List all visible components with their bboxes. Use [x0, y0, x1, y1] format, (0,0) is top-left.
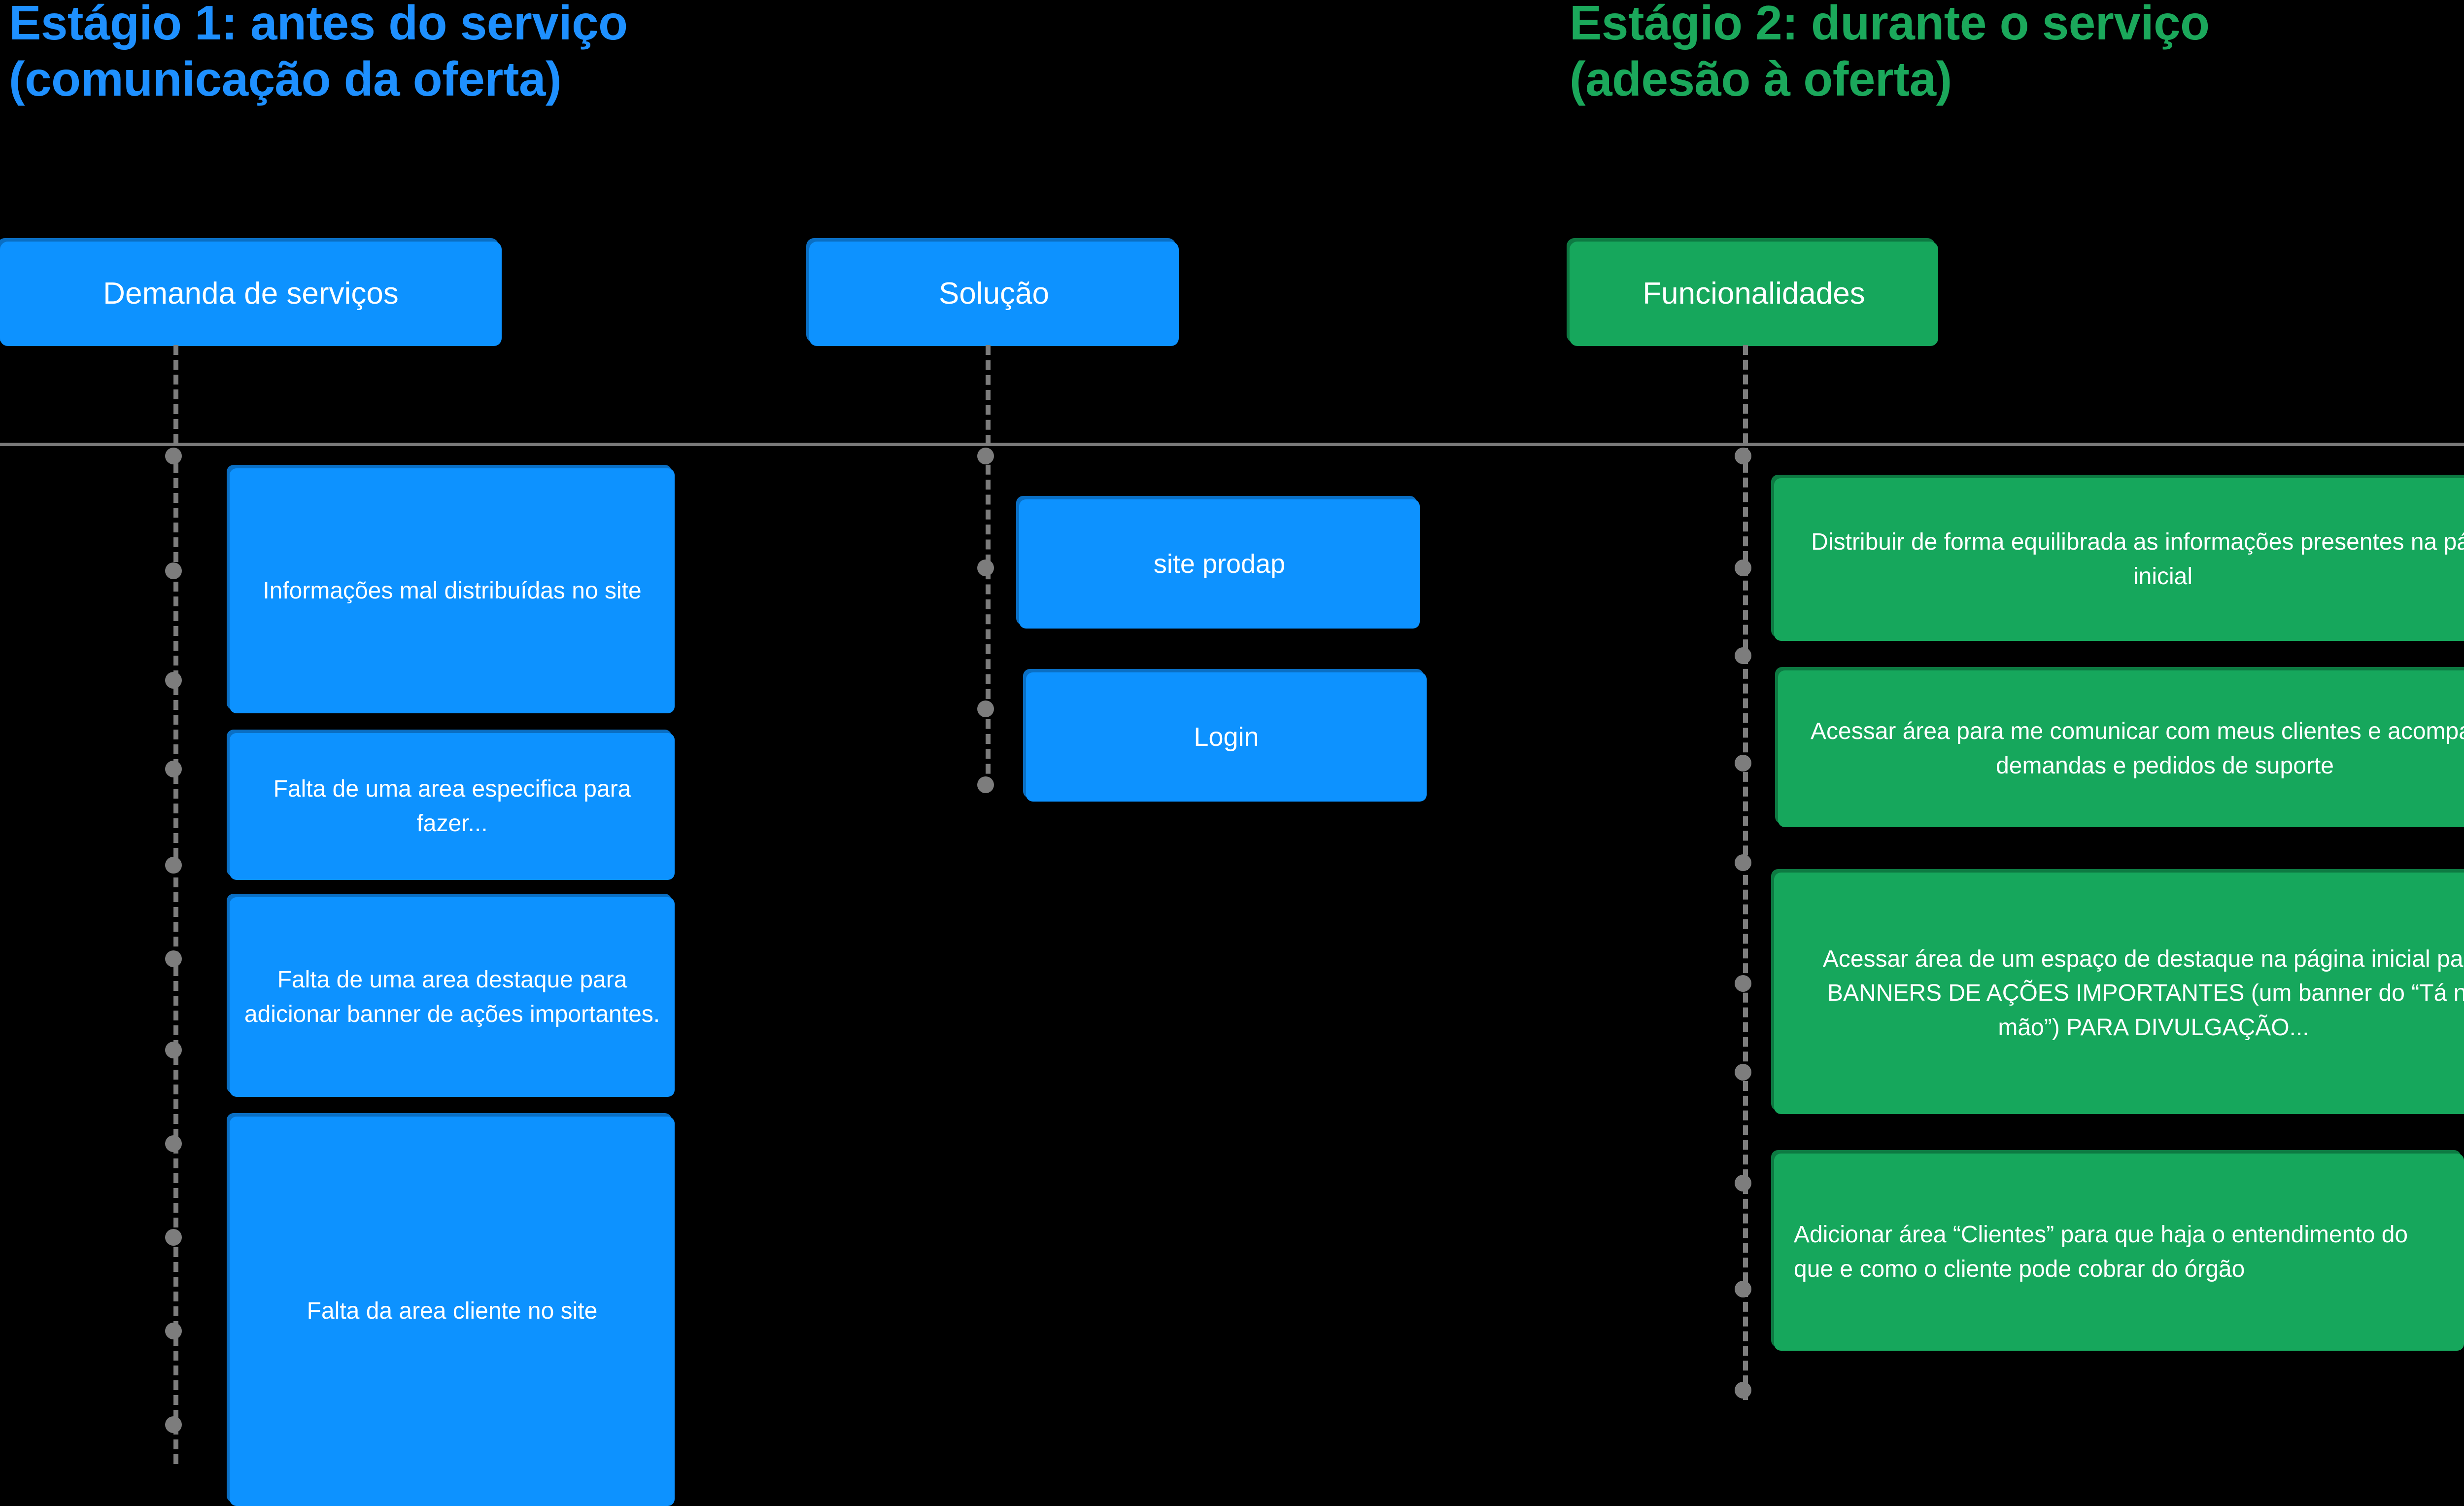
- connector-dot: [165, 1229, 182, 1246]
- card-demanda-3[interactable]: Falta de uma area destaque para adiciona…: [230, 897, 675, 1097]
- card-solucao-1[interactable]: site prodap: [1019, 499, 1420, 629]
- connector-dot: [1735, 1175, 1751, 1191]
- connector-dot: [165, 1323, 182, 1339]
- connector-dot: [1735, 1281, 1751, 1297]
- connector-dot: [977, 448, 994, 464]
- connector-dot: [165, 562, 182, 579]
- lane-header-demanda[interactable]: Demanda de serviços: [0, 242, 502, 346]
- connector-dot: [1735, 647, 1751, 664]
- connector-dot: [165, 1135, 182, 1152]
- connector-dot: [165, 761, 182, 777]
- connector-dot: [165, 857, 182, 874]
- card-funcionalidades-1[interactable]: Distribuir de forma equilibrada as infor…: [1774, 478, 2464, 641]
- connector-dot: [1735, 975, 1751, 992]
- connector-dot: [1735, 755, 1751, 771]
- connector-dot: [165, 950, 182, 967]
- connector-dot: [165, 1042, 182, 1058]
- connector-dot: [165, 672, 182, 689]
- connector-dot: [1735, 560, 1751, 576]
- horizontal-divider: [0, 443, 2464, 446]
- card-demanda-2[interactable]: Falta de uma area especifica para fazer.…: [230, 733, 675, 880]
- card-funcionalidades-4[interactable]: Adicionar área “Clientes” para que haja …: [1774, 1154, 2464, 1351]
- lane-header-solucao[interactable]: Solução: [809, 242, 1179, 346]
- card-demanda-4[interactable]: Falta da area cliente no site: [230, 1117, 675, 1506]
- connector-dot: [1735, 854, 1751, 871]
- connector-dot: [165, 1416, 182, 1433]
- connector-dot: [165, 448, 182, 464]
- lane-header-funcionalidades[interactable]: Funcionalidades: [1570, 242, 1938, 346]
- stage-title-1: Estágio 1: antes do serviço (comunicação…: [9, 0, 628, 106]
- connector-track-funcionalidades: [1743, 345, 1748, 1400]
- connector-dot: [1735, 1382, 1751, 1399]
- connector-dot: [977, 560, 994, 576]
- connector-dot: [977, 776, 994, 793]
- connector-dot: [1735, 448, 1751, 464]
- connector-track-demanda: [173, 345, 178, 1464]
- connector-dot: [977, 700, 994, 717]
- connector-dot: [1735, 1064, 1751, 1081]
- card-funcionalidades-2[interactable]: Acessar área para me comunicar com meus …: [1778, 670, 2464, 827]
- stage-title-2: Estágio 2: durante o serviço (adesão à o…: [1570, 0, 2210, 106]
- card-funcionalidades-3[interactable]: Acessar área de um espaço de destaque na…: [1774, 873, 2464, 1114]
- card-solucao-2[interactable]: Login: [1026, 672, 1427, 802]
- card-demanda-1[interactable]: Informações mal distribuídas no site: [230, 468, 675, 713]
